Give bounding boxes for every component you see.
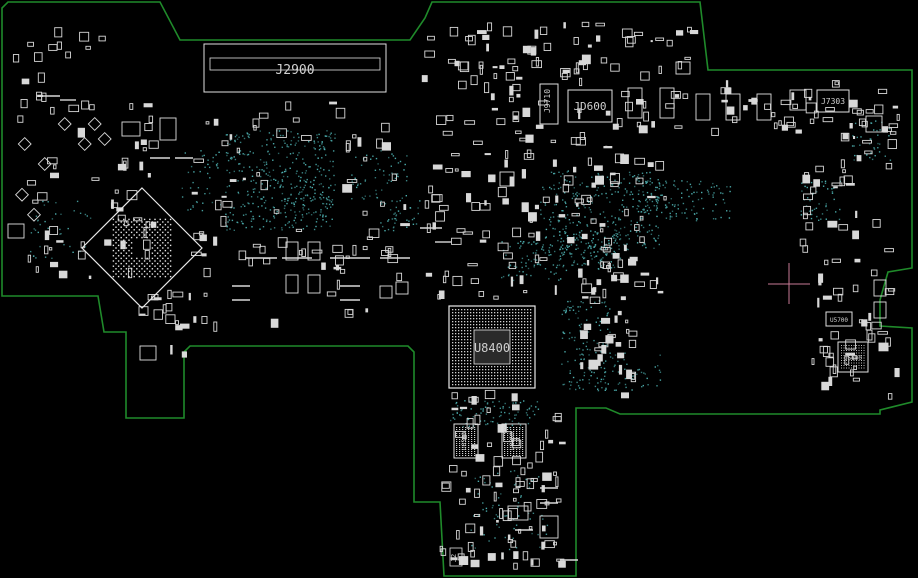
label-u8400: U8400	[474, 341, 510, 355]
connector-j2[interactable]: J2	[449, 547, 463, 567]
label-u6550: U6550	[509, 432, 516, 450]
label-u5700: U5700	[830, 317, 848, 324]
connector-j9710[interactable]: J9710	[539, 83, 559, 125]
label-jd600: JD600	[573, 100, 606, 113]
chip-u5700[interactable]: U5700	[825, 311, 853, 327]
label-u5800: U5800	[844, 355, 862, 362]
label-j2: J2	[450, 554, 458, 562]
chip-u8400[interactable]: U8400	[448, 305, 536, 389]
label-j7303: J7303	[821, 97, 845, 106]
component-field	[7, 21, 900, 570]
connector-j2900[interactable]: J2900	[203, 43, 387, 93]
chip-u5800[interactable]: U5800	[837, 341, 869, 373]
connector-j7303[interactable]: J7303	[816, 89, 850, 113]
bga-chip-left[interactable]	[81, 187, 203, 309]
label-j9710: J9710	[543, 89, 552, 113]
pad-field	[30, 120, 892, 551]
label-j2900: J2900	[275, 63, 314, 78]
chip-u6550[interactable]: U6550	[501, 423, 527, 459]
label-u6500: U6500	[461, 432, 468, 450]
chip-u6500[interactable]: U6500	[453, 423, 479, 459]
connector-jd600[interactable]: JD600	[567, 89, 613, 123]
crosshair-cursor	[768, 263, 810, 304]
